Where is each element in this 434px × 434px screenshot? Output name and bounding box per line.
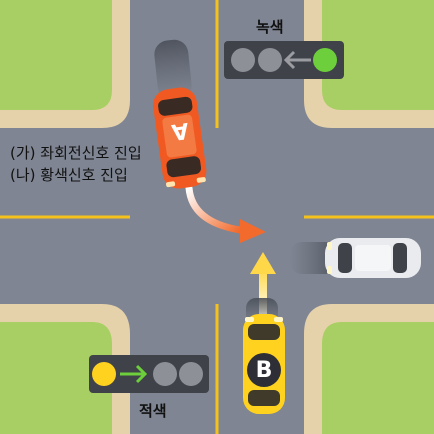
top-signal-lamp-2 [258, 48, 282, 72]
corner-top-left [0, 0, 130, 128]
bottom-traffic-signal [89, 355, 209, 393]
top-signal-lamp-1 [231, 48, 255, 72]
left-arrow-icon [283, 50, 311, 70]
corner-top-right [304, 0, 434, 128]
car-a [153, 87, 207, 189]
yellow-light-icon [92, 362, 116, 386]
top-signal-caption: 녹색 [256, 18, 284, 36]
car-a-trail [154, 39, 192, 101]
condition-b-text: (나) 황색신호 진입 [10, 166, 128, 184]
corner-bottom-right [304, 304, 434, 434]
corner-bottom-left [0, 304, 130, 434]
white-car [325, 238, 421, 278]
straight-arrow [250, 252, 276, 318]
condition-a-text: (가) 좌회전신호 진입 [10, 144, 142, 162]
bottom-signal-caption: 적색 [139, 402, 167, 420]
left-turn-arrow [185, 184, 266, 243]
bottom-signal-lamp-3 [153, 362, 177, 386]
car-a-label: A [170, 117, 190, 144]
top-traffic-signal [224, 41, 344, 79]
car-b [243, 314, 285, 414]
green-light-icon [313, 48, 337, 72]
car-b-label: B [256, 358, 273, 383]
right-arrow-icon [120, 364, 148, 384]
bottom-signal-lamp-4 [179, 362, 203, 386]
